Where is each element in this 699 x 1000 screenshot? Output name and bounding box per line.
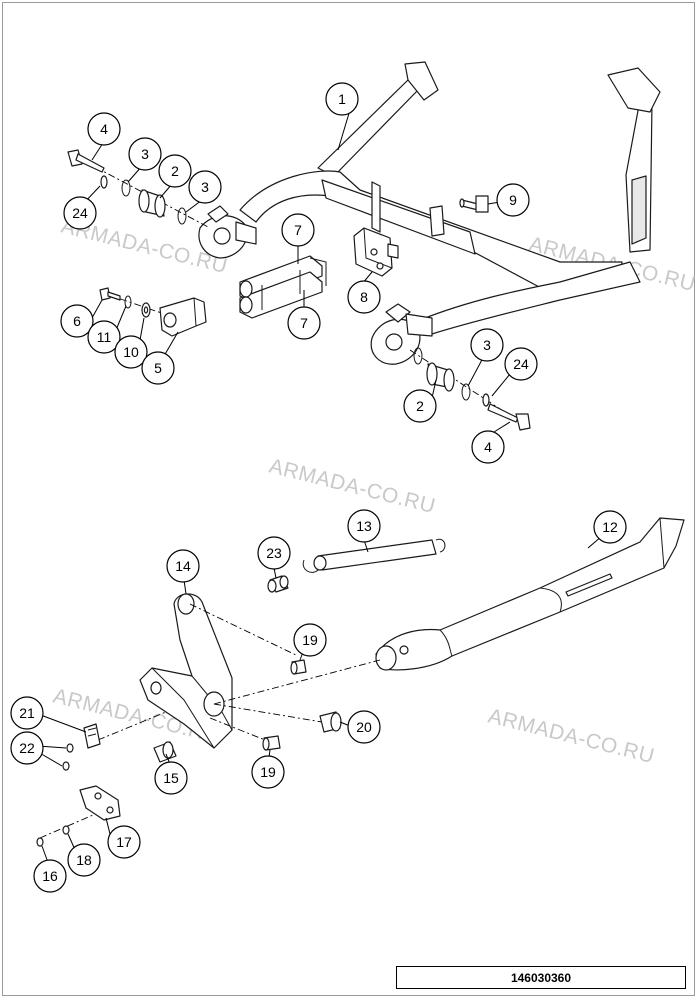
spring-13 [302, 538, 446, 573]
callout-6: 6 [60, 304, 94, 338]
callout-12: 12 [593, 510, 627, 544]
svg-text:23: 23 [266, 545, 282, 561]
svg-text:19: 19 [302, 632, 318, 648]
svg-text:7: 7 [294, 222, 302, 238]
callout-18: 18 [67, 843, 101, 877]
svg-text:16: 16 [42, 868, 58, 884]
callout-24: 24 [504, 347, 538, 381]
callout-16: 16 [33, 859, 67, 893]
bushing-15 [153, 741, 177, 763]
svg-text:4: 4 [100, 121, 108, 137]
svg-text:8: 8 [360, 289, 368, 305]
switch-parts [62, 723, 101, 771]
watermark-text: ARMADA-CO.RU [267, 455, 438, 519]
bolt-9 [459, 195, 489, 213]
callout-14: 14 [166, 549, 200, 583]
callout-8: 8 [347, 280, 381, 314]
callout-9: 9 [496, 183, 530, 217]
left-pivot-hardware [67, 149, 211, 229]
callout-17: 17 [107, 825, 141, 859]
rubber-plug-23 [267, 575, 289, 593]
bushing-20 [319, 711, 342, 733]
svg-text:1: 1 [338, 91, 346, 107]
callout-1: 1 [325, 82, 359, 116]
callout-19: 19 [293, 623, 327, 657]
callout-3: 3 [470, 328, 504, 362]
side-stand [375, 517, 685, 671]
callout-2: 2 [403, 389, 437, 423]
callout-13: 13 [347, 509, 381, 543]
svg-text:3: 3 [141, 146, 149, 162]
center-stand [198, 61, 661, 365]
svg-text:5: 5 [154, 360, 162, 376]
svg-text:21: 21 [19, 705, 35, 721]
callout-19: 19 [251, 755, 285, 789]
svg-text:12: 12 [602, 519, 618, 535]
svg-text:2: 2 [171, 163, 179, 179]
svg-text:24: 24 [513, 356, 529, 372]
svg-text:4: 4 [484, 439, 492, 455]
callout-24: 24 [63, 196, 97, 230]
callout-5: 5 [141, 351, 175, 385]
spring-holder-assembly [99, 287, 207, 337]
svg-text:9: 9 [509, 192, 517, 208]
callout-10: 10 [114, 335, 148, 369]
svg-text:6: 6 [73, 313, 81, 329]
svg-text:2: 2 [416, 398, 424, 414]
callout-11: 11 [87, 320, 121, 354]
svg-text:11: 11 [97, 329, 112, 345]
svg-text:10: 10 [123, 344, 139, 360]
callout-4: 4 [87, 112, 121, 146]
callout-23: 23 [257, 536, 291, 570]
leader-lines [37, 109, 603, 869]
callout-22: 22 [10, 731, 44, 765]
callout-21: 21 [10, 696, 44, 730]
right-pivot-hardware [409, 347, 531, 431]
assembly-lines [39, 603, 381, 839]
callout-20: 20 [347, 710, 381, 744]
svg-text:19: 19 [260, 764, 276, 780]
drawing-number-box: 146030360 [396, 966, 686, 989]
svg-text:18: 18 [76, 852, 92, 868]
watermark-text: ARMADA-CO.RU [486, 705, 657, 769]
svg-text:3: 3 [483, 337, 491, 353]
bolt-19-upper [290, 659, 307, 675]
svg-text:24: 24 [72, 205, 88, 221]
callout-15: 15 [154, 761, 188, 795]
callout-3: 3 [128, 137, 162, 171]
bolt-19-lower [262, 735, 281, 751]
rubber-buffers [239, 255, 327, 319]
svg-text:17: 17 [116, 834, 132, 850]
callout-7: 7 [287, 306, 321, 340]
svg-text:22: 22 [19, 740, 35, 756]
callout-4: 4 [471, 430, 505, 464]
drawing-number: 146030360 [510, 970, 572, 985]
svg-text:15: 15 [163, 770, 179, 786]
callout-3: 3 [188, 170, 222, 204]
svg-text:3: 3 [201, 179, 209, 195]
svg-text:14: 14 [175, 558, 191, 574]
svg-text:7: 7 [300, 315, 308, 331]
svg-text:20: 20 [356, 719, 372, 735]
svg-text:13: 13 [356, 518, 372, 534]
callout-7: 7 [281, 213, 315, 247]
callout-2: 2 [158, 154, 192, 188]
stand-bracket [353, 227, 399, 277]
side-stand-bracket [139, 593, 233, 749]
switch-bracket-assembly [36, 785, 121, 847]
